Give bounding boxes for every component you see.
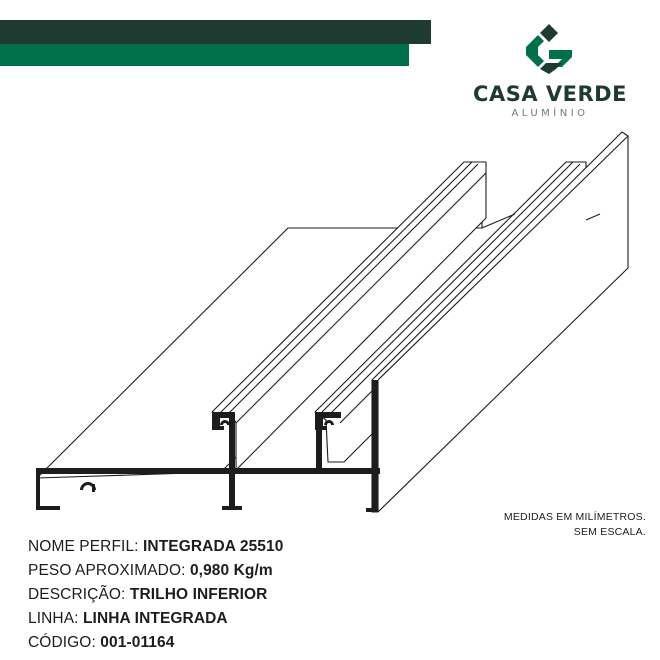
spec-value: LINHA INTEGRADA xyxy=(82,610,228,627)
spec-list: NOME PERFIL: INTEGRADA 25510 PESO APROXI… xyxy=(28,535,283,655)
spec-label: NOME PERFIL: xyxy=(28,538,139,555)
note-line-2: SEM ESCALA. xyxy=(573,526,646,538)
spec-row-profile-name: NOME PERFIL: INTEGRADA 25510 xyxy=(28,535,283,559)
spec-row-code: CÓDIGO: 001-01164 xyxy=(28,631,283,655)
note-line-1: MEDIDAS EM MILÍMETROS. xyxy=(503,511,646,523)
spec-value: 001-01164 xyxy=(100,634,175,651)
brand-logo: CASA VERDE ALUMÍNIO xyxy=(470,24,630,124)
brand-subtitle: ALUMÍNIO xyxy=(511,108,589,119)
spec-label: PESO APROXIMADO: xyxy=(28,562,186,579)
profile-drawing xyxy=(36,131,629,513)
spec-label: LINHA: xyxy=(28,610,79,627)
spec-row-line: LINHA: LINHA INTEGRADA xyxy=(28,607,283,631)
measurement-note: MEDIDAS EM MILÍMETROS. SEM ESCALA. xyxy=(504,510,646,540)
spec-row-weight: PESO APROXIMADO: 0,980 Kg/m xyxy=(28,559,283,583)
header-bar-dark xyxy=(0,20,431,44)
spec-value: INTEGRADA 25510 xyxy=(143,538,284,555)
casa-verde-logo-icon xyxy=(526,24,572,74)
spec-value: TRILHO INFERIOR xyxy=(129,586,268,603)
spec-value: 0,980 Kg/m xyxy=(189,562,273,579)
brand-name: CASA VERDE xyxy=(473,82,627,106)
spec-label: CÓDIGO: xyxy=(28,634,96,651)
spec-row-description: DESCRIÇÃO: TRILHO INFERIOR xyxy=(28,583,283,607)
spec-label: DESCRIÇÃO: xyxy=(28,586,126,603)
header-bar-green xyxy=(0,44,409,66)
